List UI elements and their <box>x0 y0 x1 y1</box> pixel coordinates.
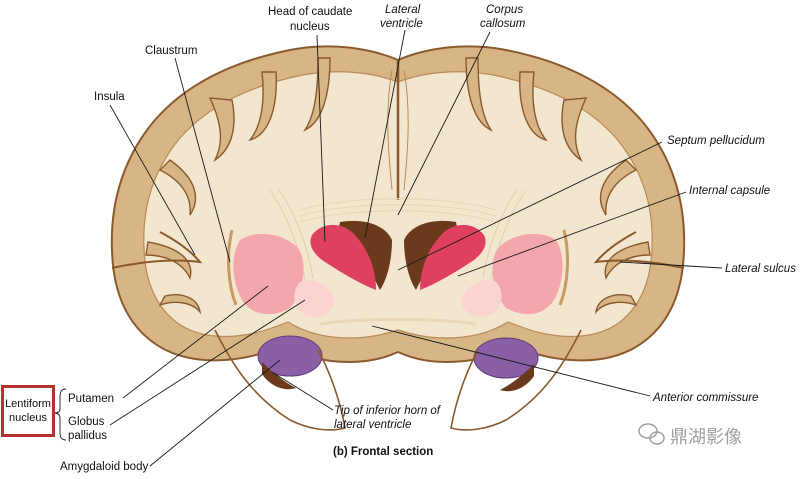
label-corpus-callosum-line1: Corpus <box>486 4 523 16</box>
leader-head-caudate <box>316 34 326 243</box>
leader-insula <box>109 104 196 256</box>
putamen-left <box>233 233 304 315</box>
label-lateral-ventricle-line2: ventricle <box>380 18 423 30</box>
leader-globus-pallidus <box>109 299 306 426</box>
label-globus-pallidus-line1: Globus <box>68 416 105 428</box>
septum-pellucidum <box>395 232 401 290</box>
label-tip-inferior-horn-line2: lateral ventricle <box>334 419 411 431</box>
figure-caption: (b) Frontal section <box>333 446 433 458</box>
inferior-horn-left <box>262 362 296 390</box>
leader-amygdaloid-body <box>149 359 281 467</box>
label-amygdaloid-body: Amygdaloid body <box>60 461 148 473</box>
watermark-text: 鼎湖影像 <box>670 427 742 447</box>
label-claustrum: Claustrum <box>145 45 197 57</box>
claustrum-right <box>558 229 569 306</box>
leader-claustrum <box>174 57 231 263</box>
leader-septum-pellucidum <box>397 141 663 271</box>
putamen-right <box>492 233 563 315</box>
label-putamen: Putamen <box>68 393 114 405</box>
caudate-nucleus-right <box>420 224 486 290</box>
leader-anterior-commissure <box>371 325 651 397</box>
label-lateral-sulcus: Lateral sulcus <box>725 263 796 275</box>
leader-corpus-callosum <box>397 31 491 216</box>
label-anterior-commissure: Anterior commissure <box>652 392 758 404</box>
lentiform-label-line2: nucleus <box>9 412 47 424</box>
label-lateral-ventricle-line1: Lateral <box>385 4 421 16</box>
label-corpus-callosum-line2: callosum <box>480 18 526 30</box>
left-sulci <box>145 57 331 315</box>
claustrum-left <box>227 229 238 306</box>
label-tip-inferior-horn-line1: Tip of inferior horn of <box>334 405 442 417</box>
wechat-icon <box>638 423 665 445</box>
inferior-horn-right <box>500 364 534 392</box>
brain-illustration <box>110 45 686 431</box>
corpus-callosum <box>299 198 497 223</box>
globus-pallidus-right <box>461 279 502 318</box>
leader-lateral-sulcus <box>619 261 723 269</box>
temporal-lobe-right <box>450 329 582 431</box>
label-internal-capsule: Internal capsule <box>689 185 770 197</box>
labels: Head of caudate nucleus Lateral ventricl… <box>60 4 796 473</box>
leader-putamen <box>122 285 269 399</box>
leader-lines <box>53 29 723 467</box>
leader-tip-inferior-horn <box>271 371 334 411</box>
anterior-commissure <box>319 318 477 326</box>
caudate-nucleus-left <box>310 224 376 290</box>
label-insula: Insula <box>94 91 125 103</box>
temporal-lobe-left <box>214 329 346 431</box>
watermark: 鼎湖影像 <box>638 423 742 447</box>
label-septum-pellucidum: Septum pellucidum <box>667 135 765 147</box>
lateral-sulcus-left <box>111 231 203 269</box>
lentiform-bracket <box>53 388 67 441</box>
label-globus-pallidus-line2: pallidus <box>68 430 107 442</box>
globus-pallidus-left <box>294 279 335 318</box>
right-sulci <box>465 57 651 315</box>
label-head-caudate-line1: Head of caudate <box>268 6 352 18</box>
leader-internal-capsule <box>457 191 687 277</box>
lentiform-label-line1: Lentiform <box>5 398 51 410</box>
leader-lateral-ventricle <box>364 29 406 239</box>
lateral-sulcus-right <box>593 231 685 269</box>
label-head-caudate-line2: nucleus <box>290 21 330 33</box>
lentiform-nucleus-box: Lentiform nucleus <box>1 385 55 437</box>
